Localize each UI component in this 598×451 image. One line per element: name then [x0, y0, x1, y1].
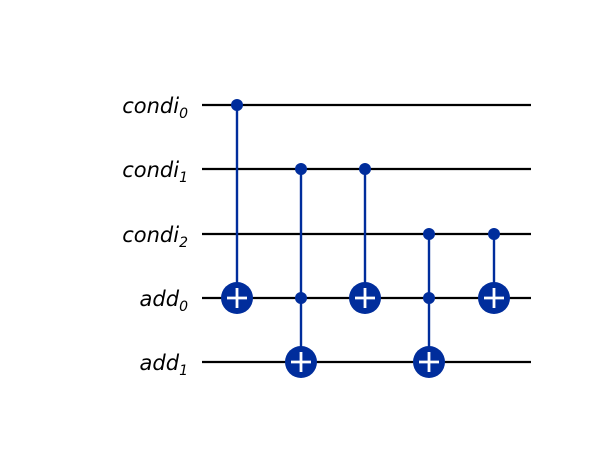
qubit-name: condi [122, 158, 179, 182]
gate-cx-2 [349, 163, 381, 314]
control-dot [423, 228, 435, 240]
qubit-label-add-1: add1 [140, 351, 188, 379]
qubit-label-condi-2: condi2 [122, 223, 188, 251]
control-dot [488, 228, 500, 240]
qubit-name: condi [122, 223, 179, 247]
qubit-name: condi [122, 94, 179, 118]
qubit-label-condi-0: condi0 [122, 94, 188, 122]
gate-cx-0 [221, 99, 253, 314]
control-dot [359, 163, 371, 175]
qubit-label-condi-1: condi1 [122, 158, 188, 186]
qubit-label-add-0: add0 [140, 287, 189, 315]
qubit-name: add [140, 287, 180, 311]
qubit-wires [202, 103, 531, 364]
qubit-index: 1 [179, 170, 188, 186]
gate-cx-4 [478, 228, 510, 314]
qubit-index: 0 [179, 106, 188, 122]
qubit-index: 0 [179, 299, 188, 315]
control-dot [423, 292, 435, 304]
gate-ccx-1 [285, 163, 317, 378]
qubit-index: 2 [179, 235, 188, 251]
control-dot [295, 163, 307, 175]
qubit-index: 1 [179, 363, 188, 379]
gates [221, 99, 510, 378]
control-dot [231, 99, 243, 111]
qubit-labels: condi0 condi1 condi2 add0 add1 [122, 94, 188, 379]
qubit-name: add [140, 351, 180, 375]
control-dot [295, 292, 307, 304]
gate-ccx-3 [413, 228, 445, 378]
